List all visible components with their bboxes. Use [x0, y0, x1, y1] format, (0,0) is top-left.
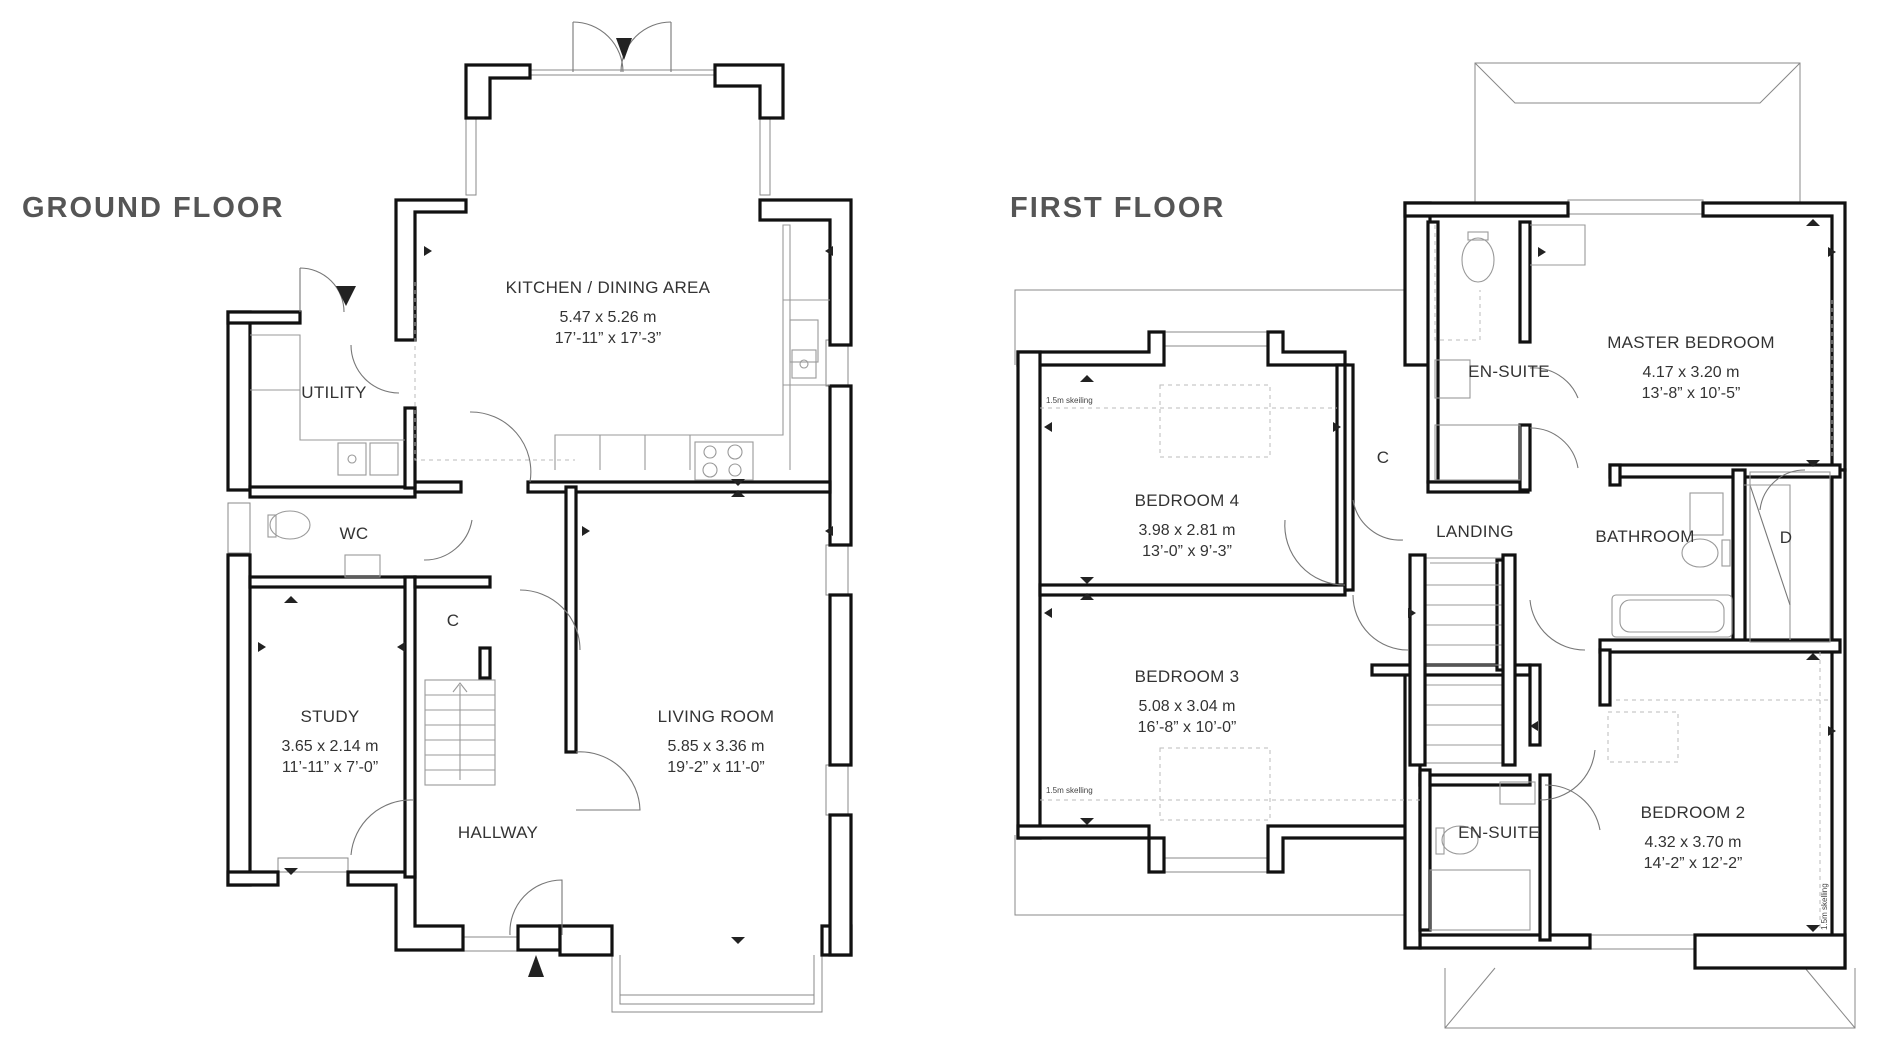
kitchen-units [414, 224, 830, 481]
study-window [277, 857, 349, 873]
room-name-ensuite1: EN-SUITE [1468, 362, 1550, 381]
toilet-icon [1681, 538, 1731, 568]
first-floor-heading: FIRST FLOOR [1010, 192, 1225, 224]
bathroom-basin [1689, 492, 1724, 536]
door-swing-icon [1284, 367, 1806, 831]
toilet-icon [267, 510, 311, 540]
toilet-icon [1461, 231, 1495, 283]
room-name-wc: WC [340, 524, 369, 543]
sink-icon [789, 319, 819, 379]
bedroom4-rooflight [1159, 384, 1271, 458]
room-note: 1.5m skelling [1820, 883, 1829, 930]
room-metric: 5.08 x 3.04 m [1139, 698, 1236, 715]
room-label-study: STUDY 3.65 x 2.14 m 11’-11” x 7’-0” [282, 707, 379, 776]
room-note: 1.5m skeiling [1046, 396, 1093, 405]
room-name: BEDROOM 4 [1135, 491, 1240, 510]
bedroom4-window [1163, 331, 1269, 347]
door-swing-icon [299, 267, 641, 936]
toilet-icon [1435, 825, 1479, 855]
room-name: BEDROOM 2 [1641, 803, 1746, 822]
shower-icon [1429, 869, 1531, 931]
room-metric: 3.65 x 2.14 m [282, 738, 379, 755]
ensuite1-basin [1434, 359, 1471, 399]
first-internal-walls [1038, 220, 1842, 942]
wc-window [227, 502, 251, 554]
room-imperial: 17’-11” x 17’-3” [555, 330, 661, 347]
stair-balustrade [1408, 553, 1427, 767]
room-name-hallway: HALLWAY [458, 823, 538, 842]
hob-icon [694, 441, 754, 481]
room-imperial: 13’-8” x 10’-5” [1642, 385, 1741, 402]
room-name-ensuite2: EN-SUITE [1458, 823, 1540, 842]
room-name-wardrobe: D [1780, 528, 1793, 547]
wc-basin [344, 554, 381, 578]
bedroom3-rooflight [1159, 747, 1271, 821]
room-name: KITCHEN / DINING AREA [506, 278, 711, 297]
living-side-window-2 [825, 764, 849, 816]
hallway-window [462, 936, 519, 952]
room-metric: 3.98 x 2.81 m [1139, 522, 1236, 539]
room-label-bedroom2: BEDROOM 2 4.32 x 3.70 m 14’-2” x 12’-2” … [1641, 803, 1829, 930]
room-name: LIVING ROOM [658, 707, 775, 726]
room-name-bathroom: BATHROOM [1595, 527, 1694, 546]
roof-outlines [1014, 62, 1856, 1029]
room-name: BEDROOM 3 [1135, 667, 1240, 686]
ground-external-walls [226, 63, 853, 957]
staircase-icon [1424, 557, 1504, 764]
room-label-living: LIVING ROOM 5.85 x 3.36 m 19’-2” x 11’-0… [658, 707, 775, 776]
room-label-bedroom3: BEDROOM 3 5.08 x 3.04 m 16’-8” x 10’-0” … [1046, 667, 1239, 795]
ensuite2-basin [1499, 781, 1536, 805]
kitchen-rear-glazing [465, 21, 771, 196]
ground-floor-plan: KITCHEN / DINING AREA 5.47 x 5.26 m 17’-… [226, 21, 853, 1013]
room-imperial: 14’-2” x 12’-2” [1644, 855, 1743, 872]
room-name: MASTER BEDROOM [1607, 333, 1775, 352]
dimension-arrow-icon [1044, 219, 1836, 932]
room-note: 1.5m skelling [1046, 786, 1093, 795]
room-imperial: 19’-2” x 11’-0” [667, 759, 765, 776]
stair-balustrade [1501, 553, 1517, 767]
living-side-window-1 [825, 544, 849, 596]
room-label-kitchen: KITCHEN / DINING AREA 5.47 x 5.26 m 17’-… [506, 278, 711, 347]
bedroom3-window [1163, 857, 1269, 873]
ground-internal-walls [248, 406, 832, 879]
shower-icon [1434, 424, 1521, 481]
room-metric: 4.32 x 3.70 m [1645, 834, 1742, 851]
living-bay-window [611, 955, 823, 1013]
first-floor-plan: BEDROOM 4 3.98 x 2.81 m 13’-0” x 9’-3” 1… [1014, 62, 1856, 1029]
room-name-cupboard: C [447, 611, 460, 630]
staircase-icon [424, 679, 496, 786]
room-name-utility: UTILITY [301, 383, 366, 402]
sink-icon [337, 442, 399, 476]
utility-units [250, 334, 405, 476]
dimension-arrow-icon [258, 38, 833, 977]
room-name-landing: LANDING [1436, 522, 1514, 541]
bath-icon [1611, 594, 1733, 638]
room-metric: 5.85 x 3.36 m [668, 738, 765, 755]
first-external-walls [1016, 201, 1847, 970]
room-label-bedroom4: BEDROOM 4 3.98 x 2.81 m 13’-0” x 9’-3” 1… [1046, 396, 1239, 560]
room-name-cupboard: C [1377, 448, 1390, 467]
room-name: STUDY [300, 707, 359, 726]
room-imperial: 16’-8” x 10’-0” [1138, 719, 1237, 736]
bedroom2-rooflight [1607, 711, 1679, 763]
ground-floor-heading: GROUND FLOOR [22, 192, 284, 224]
room-imperial: 11’-11” x 7’-0” [282, 759, 378, 776]
room-metric: 4.17 x 3.20 m [1643, 364, 1740, 381]
master-window [1567, 199, 1704, 215]
bedroom2-window [1589, 934, 1696, 950]
room-label-master: MASTER BEDROOM 4.17 x 3.20 m 13’-8” x 10… [1607, 333, 1775, 402]
room-metric: 5.47 x 5.26 m [560, 309, 657, 326]
room-imperial: 13’-0” x 9’-3” [1142, 543, 1232, 560]
kitchen-side-window [825, 339, 849, 387]
